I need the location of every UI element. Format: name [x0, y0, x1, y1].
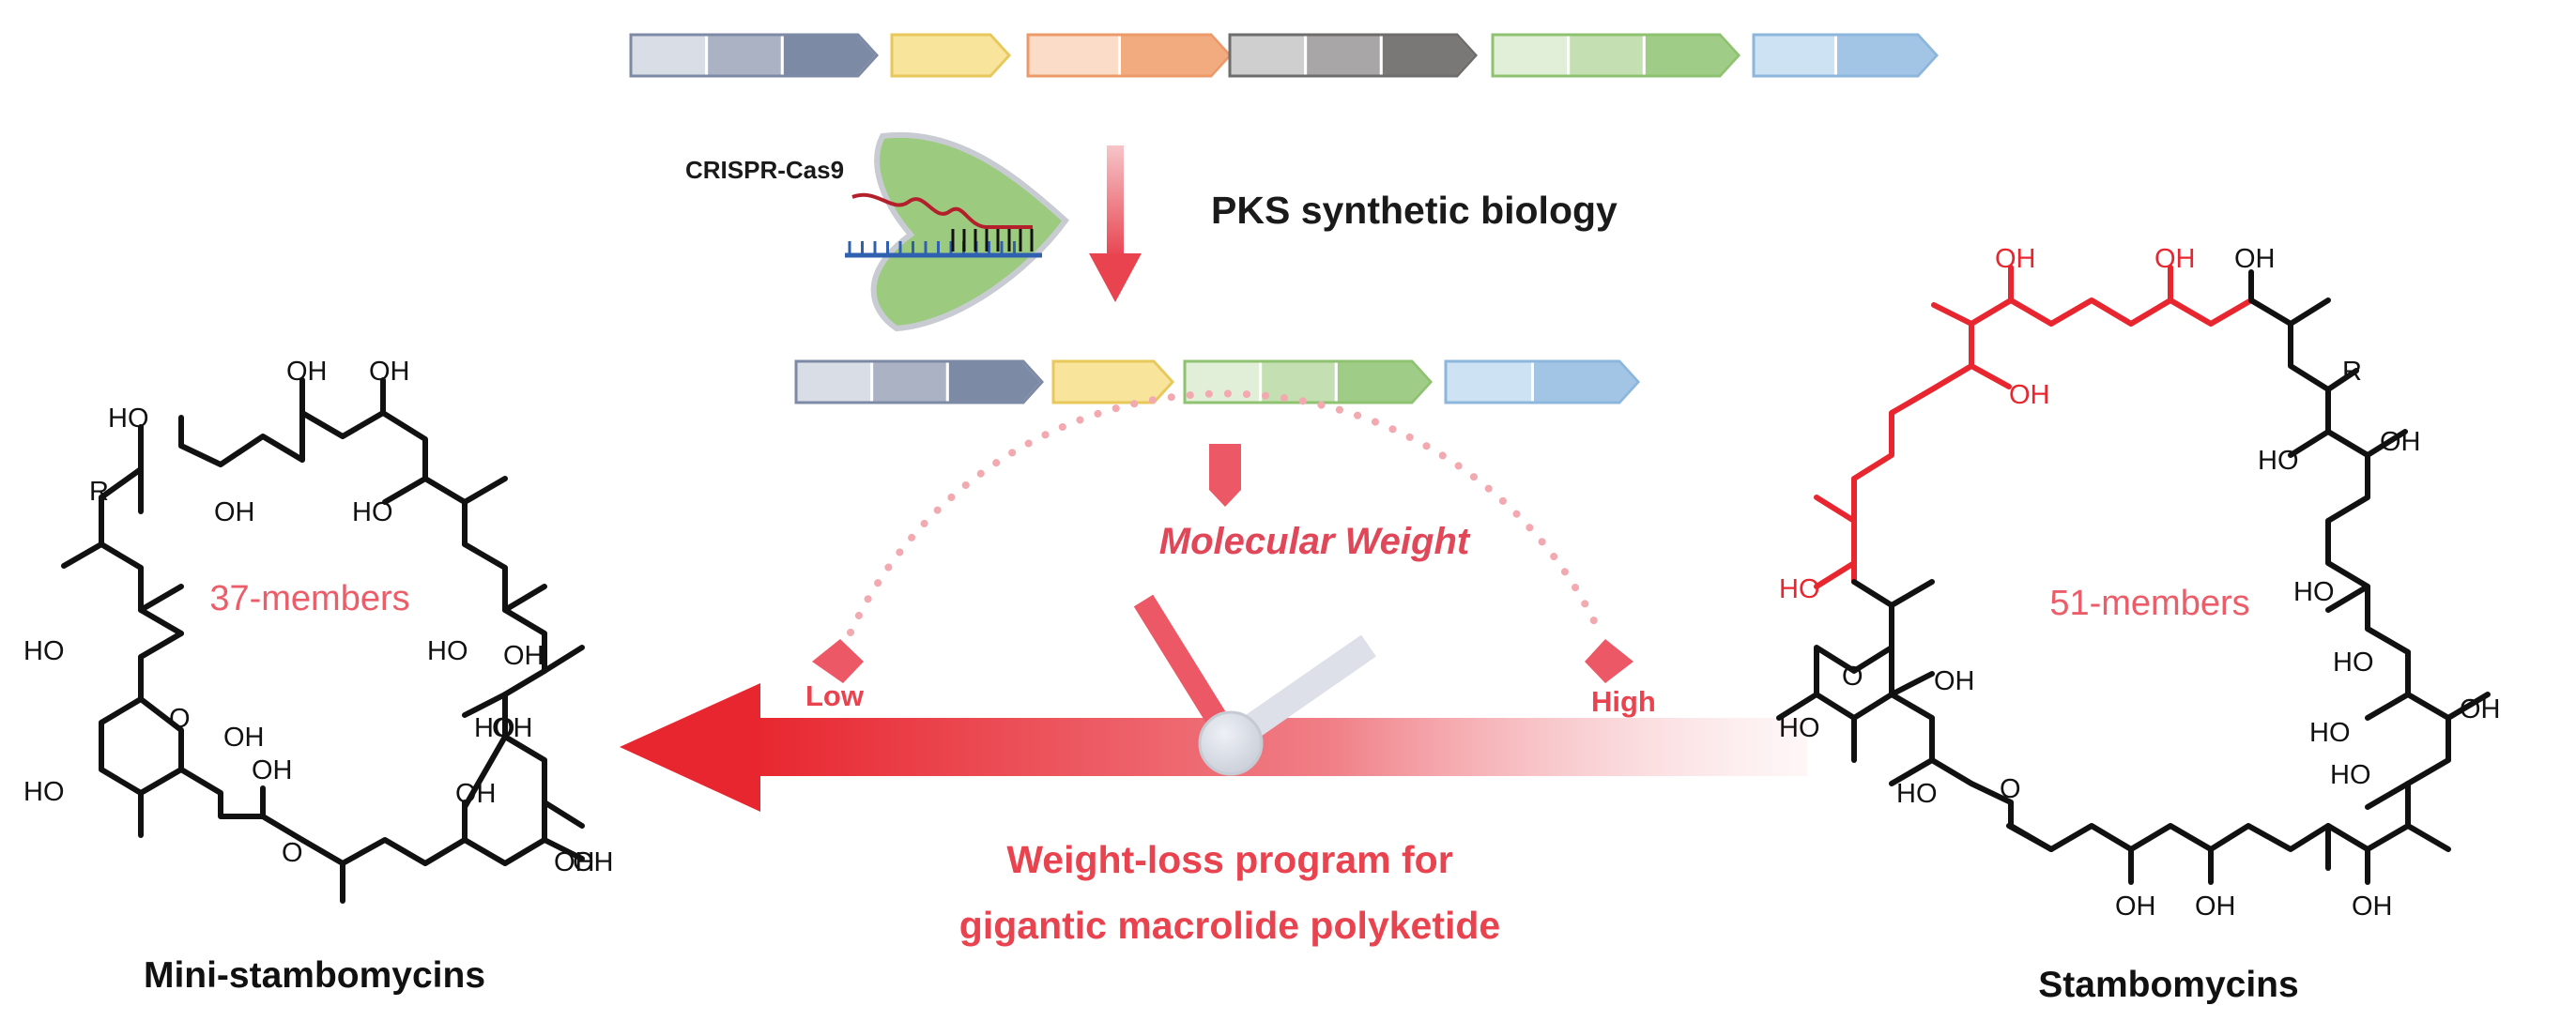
svg-text:HO: HO [2333, 648, 2374, 678]
svg-text:HO: HO [474, 713, 515, 743]
svg-text:O: O [282, 838, 303, 868]
mini-stambomycin-structure: HO OH OH R OH HO HO OH HO OH HO OH HO O … [23, 357, 614, 904]
svg-text:OH: OH [2352, 891, 2393, 922]
gauge-marker-high [1585, 639, 1633, 683]
guide-rna [851, 192, 1033, 229]
gene-segment [1118, 33, 1233, 78]
svg-text:OH: OH [2154, 244, 2196, 274]
svg-text:OH: OH [252, 755, 293, 785]
cas9-enzyme [845, 131, 1070, 332]
svg-text:OH: OH [2380, 427, 2421, 457]
gene-segment [1228, 33, 1308, 78]
program-line-1: Weight-loss program for [1006, 838, 1452, 881]
gene-module-m5 [1491, 33, 1741, 78]
right-molecule-name: Stambomycins [2038, 965, 2298, 1005]
program-line-2: gigantic macrolide polyketide [959, 904, 1500, 947]
gene-module-m5 [1183, 359, 1434, 404]
svg-text:OH: OH [369, 357, 410, 387]
svg-text:HO: HO [2258, 446, 2299, 476]
svg-text:R: R [2342, 357, 2362, 387]
gene-segment [1567, 33, 1646, 78]
gene-segment [1834, 33, 1940, 78]
gene-segment [1752, 33, 1837, 78]
svg-text:HO: HO [352, 497, 393, 527]
weight-loss-arrow [620, 683, 1807, 812]
svg-text:OH: OH [573, 847, 614, 877]
svg-text:HO: HO [427, 636, 468, 666]
svg-text:OH: OH [554, 847, 595, 877]
down-arrow [1089, 145, 1142, 302]
svg-text:OH: OH [492, 713, 533, 743]
svg-text:OH: OH [1995, 244, 2036, 274]
gene-segment [870, 359, 949, 404]
gene-segment [1531, 359, 1641, 404]
svg-text:HO: HO [2309, 718, 2351, 748]
gene-segment [705, 33, 784, 78]
gauge-title: Molecular Weight [1159, 521, 1471, 562]
svg-text:OH: OH [214, 497, 255, 527]
pks-label: PKS synthetic biology [1211, 189, 1618, 232]
gene-module-m2 [890, 33, 1012, 78]
gene-segment [794, 359, 874, 404]
left-molecule-name: Mini-stambomycins [144, 955, 485, 996]
gene-segment [1491, 33, 1571, 78]
svg-text:OH: OH [2195, 891, 2236, 922]
svg-text:HO: HO [2330, 760, 2371, 790]
rna-ticks [951, 229, 1034, 251]
edited-gene-cluster [794, 359, 1641, 404]
gene-segment [1026, 33, 1121, 78]
gene-module-m6 [1752, 33, 1940, 78]
svg-text:O: O [1842, 662, 1863, 692]
svg-text:OH: OH [455, 779, 497, 809]
molecular-weight-gauge: Molecular Weight [812, 389, 1633, 683]
svg-text:HO: HO [1779, 713, 1820, 743]
gene-segment [1259, 359, 1338, 404]
svg-text:O: O [2000, 774, 2021, 804]
gene-segment [1444, 359, 1534, 404]
svg-text:O: O [169, 704, 191, 734]
svg-text:OH: OH [2009, 380, 2050, 410]
gene-segment [890, 33, 1012, 78]
svg-text:HO: HO [2293, 577, 2335, 607]
crispr-label: CRISPR-Cas9 [685, 156, 844, 184]
gene-segment [1051, 359, 1175, 404]
gauge-marker-low [812, 639, 864, 683]
gauge-high-label: High [1591, 685, 1656, 718]
gauge-knob [1198, 710, 1264, 776]
full-gene-cluster [629, 33, 1940, 78]
svg-text:HO: HO [23, 636, 65, 666]
gauge-marker-top [1209, 444, 1241, 507]
gauge-low-label: Low [805, 679, 865, 712]
gene-module-m1 [794, 359, 1045, 404]
svg-text:OH: OH [223, 723, 265, 753]
gene-module-m4 [1228, 33, 1479, 78]
svg-text:OH: OH [2234, 244, 2276, 274]
svg-text:HO: HO [23, 777, 65, 807]
svg-text:OH: OH [2115, 891, 2156, 922]
right-ring-size: 51-members [2049, 584, 2249, 623]
stambomycin-structure: OH OH OH OH R HO OH HO HO OH HO O HO HO … [1776, 244, 2501, 922]
svg-text:HO: HO [1779, 574, 1820, 604]
svg-text:OH: OH [2460, 694, 2501, 724]
svg-text:HO: HO [1896, 779, 1938, 809]
svg-text:R: R [89, 477, 109, 507]
left-ring-size: 37-members [209, 579, 409, 618]
gene-segment [1304, 33, 1383, 78]
gene-segment [629, 33, 709, 78]
gene-module-m3 [1026, 33, 1233, 78]
svg-text:OH: OH [1934, 666, 1975, 696]
svg-text:OH: OH [503, 641, 544, 671]
svg-text:OH: OH [286, 357, 328, 387]
svg-text:HO: HO [108, 404, 149, 434]
gene-module-m2 [1051, 359, 1175, 404]
gene-module-m6 [1444, 359, 1641, 404]
gene-module-m1 [629, 33, 880, 78]
